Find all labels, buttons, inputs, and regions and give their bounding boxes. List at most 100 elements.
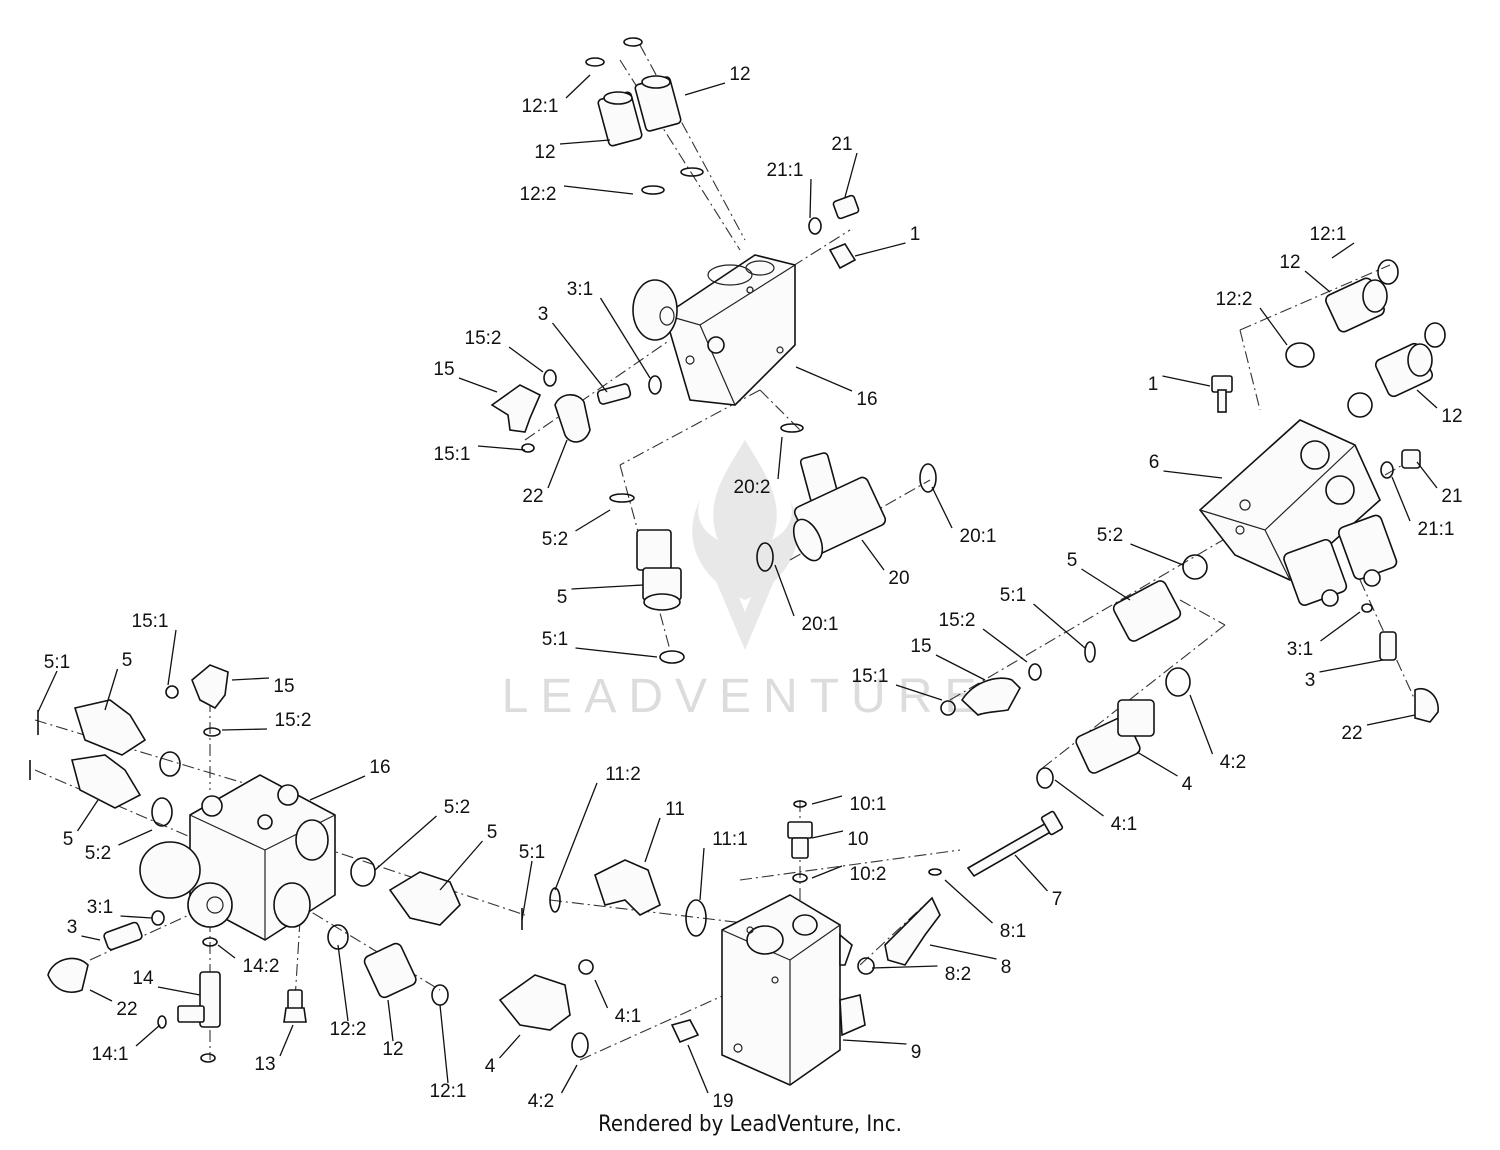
callout-leader-line xyxy=(599,297,651,379)
callout-label: 3:1 xyxy=(567,279,593,300)
callout-label: 21 xyxy=(1441,486,1462,507)
callout-label: 12:1 xyxy=(1310,224,1347,245)
callout-leader-line xyxy=(477,445,526,451)
callout-label: 4 xyxy=(485,1056,496,1077)
callout-leader-line xyxy=(309,775,366,801)
callout-label: 20 xyxy=(888,568,909,589)
callout-label: 11:2 xyxy=(605,764,641,785)
callout-label: 14 xyxy=(132,968,154,989)
callout-leader-line xyxy=(854,242,906,257)
valve-block-16-top xyxy=(632,254,796,406)
callout-leader-line xyxy=(279,1024,294,1057)
callout-label: 4:1 xyxy=(615,1006,641,1027)
callout-leader-line xyxy=(1416,461,1438,489)
callout-label: 12 xyxy=(1441,406,1462,427)
callout-leader-line xyxy=(231,677,270,681)
callout-label: 12 xyxy=(1279,252,1300,273)
watermark: LEADVENTURE xyxy=(502,440,976,723)
callout-label: 22 xyxy=(116,999,137,1020)
callout-leader-line xyxy=(1130,543,1184,566)
fittings-right-lower xyxy=(940,554,1439,723)
callout-leader-line xyxy=(935,654,986,681)
callout-label: 12:2 xyxy=(330,1019,367,1040)
callout-label: 12:2 xyxy=(1216,289,1253,310)
callout-leader-line xyxy=(458,377,498,393)
callout-leader-line xyxy=(861,539,885,571)
callout-leader-line xyxy=(217,944,236,959)
callout-leader-line xyxy=(811,830,844,839)
callout-label: 5 xyxy=(557,587,568,608)
callout-leader-line xyxy=(1331,242,1355,259)
callout-leader-line xyxy=(575,509,611,532)
callout-label: 4:2 xyxy=(528,1091,554,1112)
callout-leader-line xyxy=(167,629,177,686)
callout-label: 15 xyxy=(910,636,931,657)
callout-leader-line xyxy=(521,860,533,921)
callout-leader-line xyxy=(844,152,858,198)
callout-label: 4 xyxy=(1182,774,1193,795)
callout-leader-line xyxy=(1259,307,1288,346)
callout-leader-line xyxy=(104,668,119,711)
callout-label: 11:1 xyxy=(712,829,748,850)
callout-leader-line xyxy=(499,1034,521,1059)
callout-leader-line xyxy=(931,486,953,529)
callout-label: 4:2 xyxy=(1220,752,1246,773)
callout-label: 19 xyxy=(712,1091,733,1112)
callout-label: 3 xyxy=(67,917,78,938)
render-credit: Rendered by LeadVenture, Inc. xyxy=(598,1112,902,1137)
callout-leader-line xyxy=(895,684,943,701)
callout-label: 10:2 xyxy=(850,864,887,885)
fitting-4-lower xyxy=(498,959,700,1058)
callout-leader-line xyxy=(89,989,113,1002)
callout-leader-line xyxy=(774,564,795,617)
callout-leader-line xyxy=(811,865,843,879)
callout-label: 5:1 xyxy=(519,842,545,863)
callout-label: 12:1 xyxy=(522,96,559,117)
fittings-left xyxy=(29,664,523,1063)
callout-leader-line xyxy=(157,986,201,996)
fittings-right-top xyxy=(1211,259,1446,479)
fittings-top-left xyxy=(490,369,662,453)
callout-leader-line xyxy=(594,979,609,1009)
callout-leader-line xyxy=(554,782,598,891)
callout-label: 10 xyxy=(847,829,868,850)
plug-21-top xyxy=(746,194,860,294)
callout-label: 7 xyxy=(1052,889,1063,910)
valve-block-16-left xyxy=(139,774,336,941)
callout-label: 22 xyxy=(522,486,543,507)
callout-leader-line xyxy=(120,915,153,919)
callout-label: 3:1 xyxy=(1287,639,1313,660)
callout-leader-line xyxy=(1320,611,1361,642)
callout-leader-line xyxy=(135,1024,161,1047)
callout-label: 5:2 xyxy=(542,529,568,550)
callout-label: 15:2 xyxy=(275,710,312,731)
callout-label: 14:2 xyxy=(243,956,280,977)
callout-leader-line xyxy=(221,728,268,731)
valve-block-9 xyxy=(721,894,866,1086)
callout-label: 15:1 xyxy=(434,444,471,465)
callout-label: 15:1 xyxy=(132,611,169,632)
callout-label: 3:1 xyxy=(87,897,113,918)
watermark-v-icon xyxy=(705,555,785,650)
tee-fitting-20 xyxy=(756,423,937,572)
callout-leader-line xyxy=(1304,270,1331,293)
watermark-flame-icon xyxy=(692,440,798,600)
callout-label: 16 xyxy=(856,389,877,410)
fitting-10 xyxy=(787,800,813,883)
callout-leader-line xyxy=(81,935,101,941)
callout-leader-line xyxy=(551,322,608,393)
callout-label: 15:1 xyxy=(852,666,889,687)
callout-leader-line xyxy=(1136,751,1178,777)
callout-label: 12:1 xyxy=(430,1081,467,1102)
callout-leader-line xyxy=(563,185,634,195)
callout-leader-line xyxy=(571,584,644,590)
callout-label: 8:2 xyxy=(945,964,971,985)
callout-leader-line xyxy=(439,1004,449,1084)
callout-leader-line xyxy=(374,815,437,871)
callout-label: 21 xyxy=(831,134,852,155)
callout-label: 5:1 xyxy=(1000,585,1026,606)
callout-label: 20:2 xyxy=(734,477,771,498)
callout-leader-line xyxy=(337,944,349,1022)
